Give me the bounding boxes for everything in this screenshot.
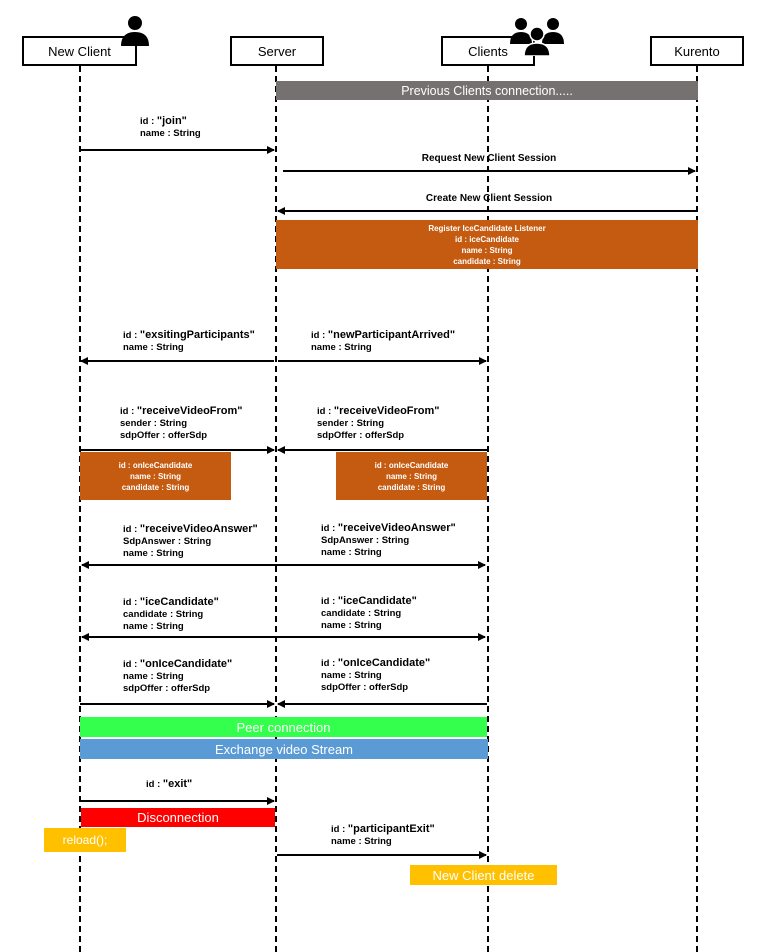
note-onicecandidate-left: id : onIceCandidate name : String candid…: [80, 452, 231, 500]
bar-peer-connection: Peer connection: [80, 717, 487, 737]
msg-ice-candidate-left: id : "iceCandidate" candidate : String n…: [123, 596, 219, 632]
msg-receive-video-answer-left: id : "receiveVideoAnswer" SdpAnswer : St…: [123, 523, 258, 559]
lifeline-clients: [487, 66, 489, 952]
msg-create-session: Create New Client Session: [425, 193, 553, 204]
bar-exchange-video: Exchange video Stream: [80, 739, 488, 759]
actor-label: Server: [257, 43, 297, 59]
msg-receive-video-answer-right: id : "receiveVideoAnswer" SdpAnswer : St…: [321, 522, 456, 558]
person-icon: [121, 16, 149, 46]
actor-label: New Client: [48, 43, 111, 59]
lifeline-kurento: [696, 66, 698, 952]
actor-label: Clients: [468, 43, 508, 59]
msg-existing-participants: id : "exsitingParticipants" name : Strin…: [123, 329, 255, 353]
note-register-icecandidate: Register IceCandidate Listener id : iceC…: [276, 220, 698, 269]
people-group-icon: [510, 18, 564, 56]
lifeline-new-client: [79, 66, 81, 952]
msg-request-session: Request New Client Session: [421, 153, 557, 164]
msg-ice-candidate-right: id : "iceCandidate" candidate : String n…: [321, 595, 417, 631]
bar-new-client-delete: New Client delete: [410, 865, 557, 885]
msg-new-participant-arrived: id : "newParticipantArrived" name : Stri…: [311, 329, 456, 353]
bar-reload: reload();: [44, 828, 126, 852]
msg-exit: id : "exit": [146, 778, 193, 790]
msg-onicecandidate-right: id : "onIceCandidate" name : String sdpO…: [321, 657, 431, 693]
actor-new-client: New Client: [22, 36, 137, 66]
msg-onicecandidate-left: id : "onIceCandidate" name : String sdpO…: [123, 658, 233, 694]
msg-participant-exit: id : "participantExit" name : String: [331, 823, 435, 847]
msg-join: id : "join" name : String: [140, 115, 201, 139]
bar-previous-connection: Previous Clients connection.....: [276, 81, 698, 100]
actor-label: Kurento: [674, 43, 720, 59]
msg-receive-video-from-left: id : "receiveVideoFrom" sender : String …: [120, 405, 243, 441]
msg-receive-video-from-right: id : "receiveVideoFrom" sender : String …: [317, 405, 440, 441]
bar-disconnection: Disconnection: [81, 808, 275, 827]
actor-server: Server: [230, 36, 324, 66]
actor-kurento: Kurento: [650, 36, 744, 66]
lifeline-server: [275, 66, 277, 952]
note-onicecandidate-right: id : onIceCandidate name : String candid…: [336, 452, 487, 500]
